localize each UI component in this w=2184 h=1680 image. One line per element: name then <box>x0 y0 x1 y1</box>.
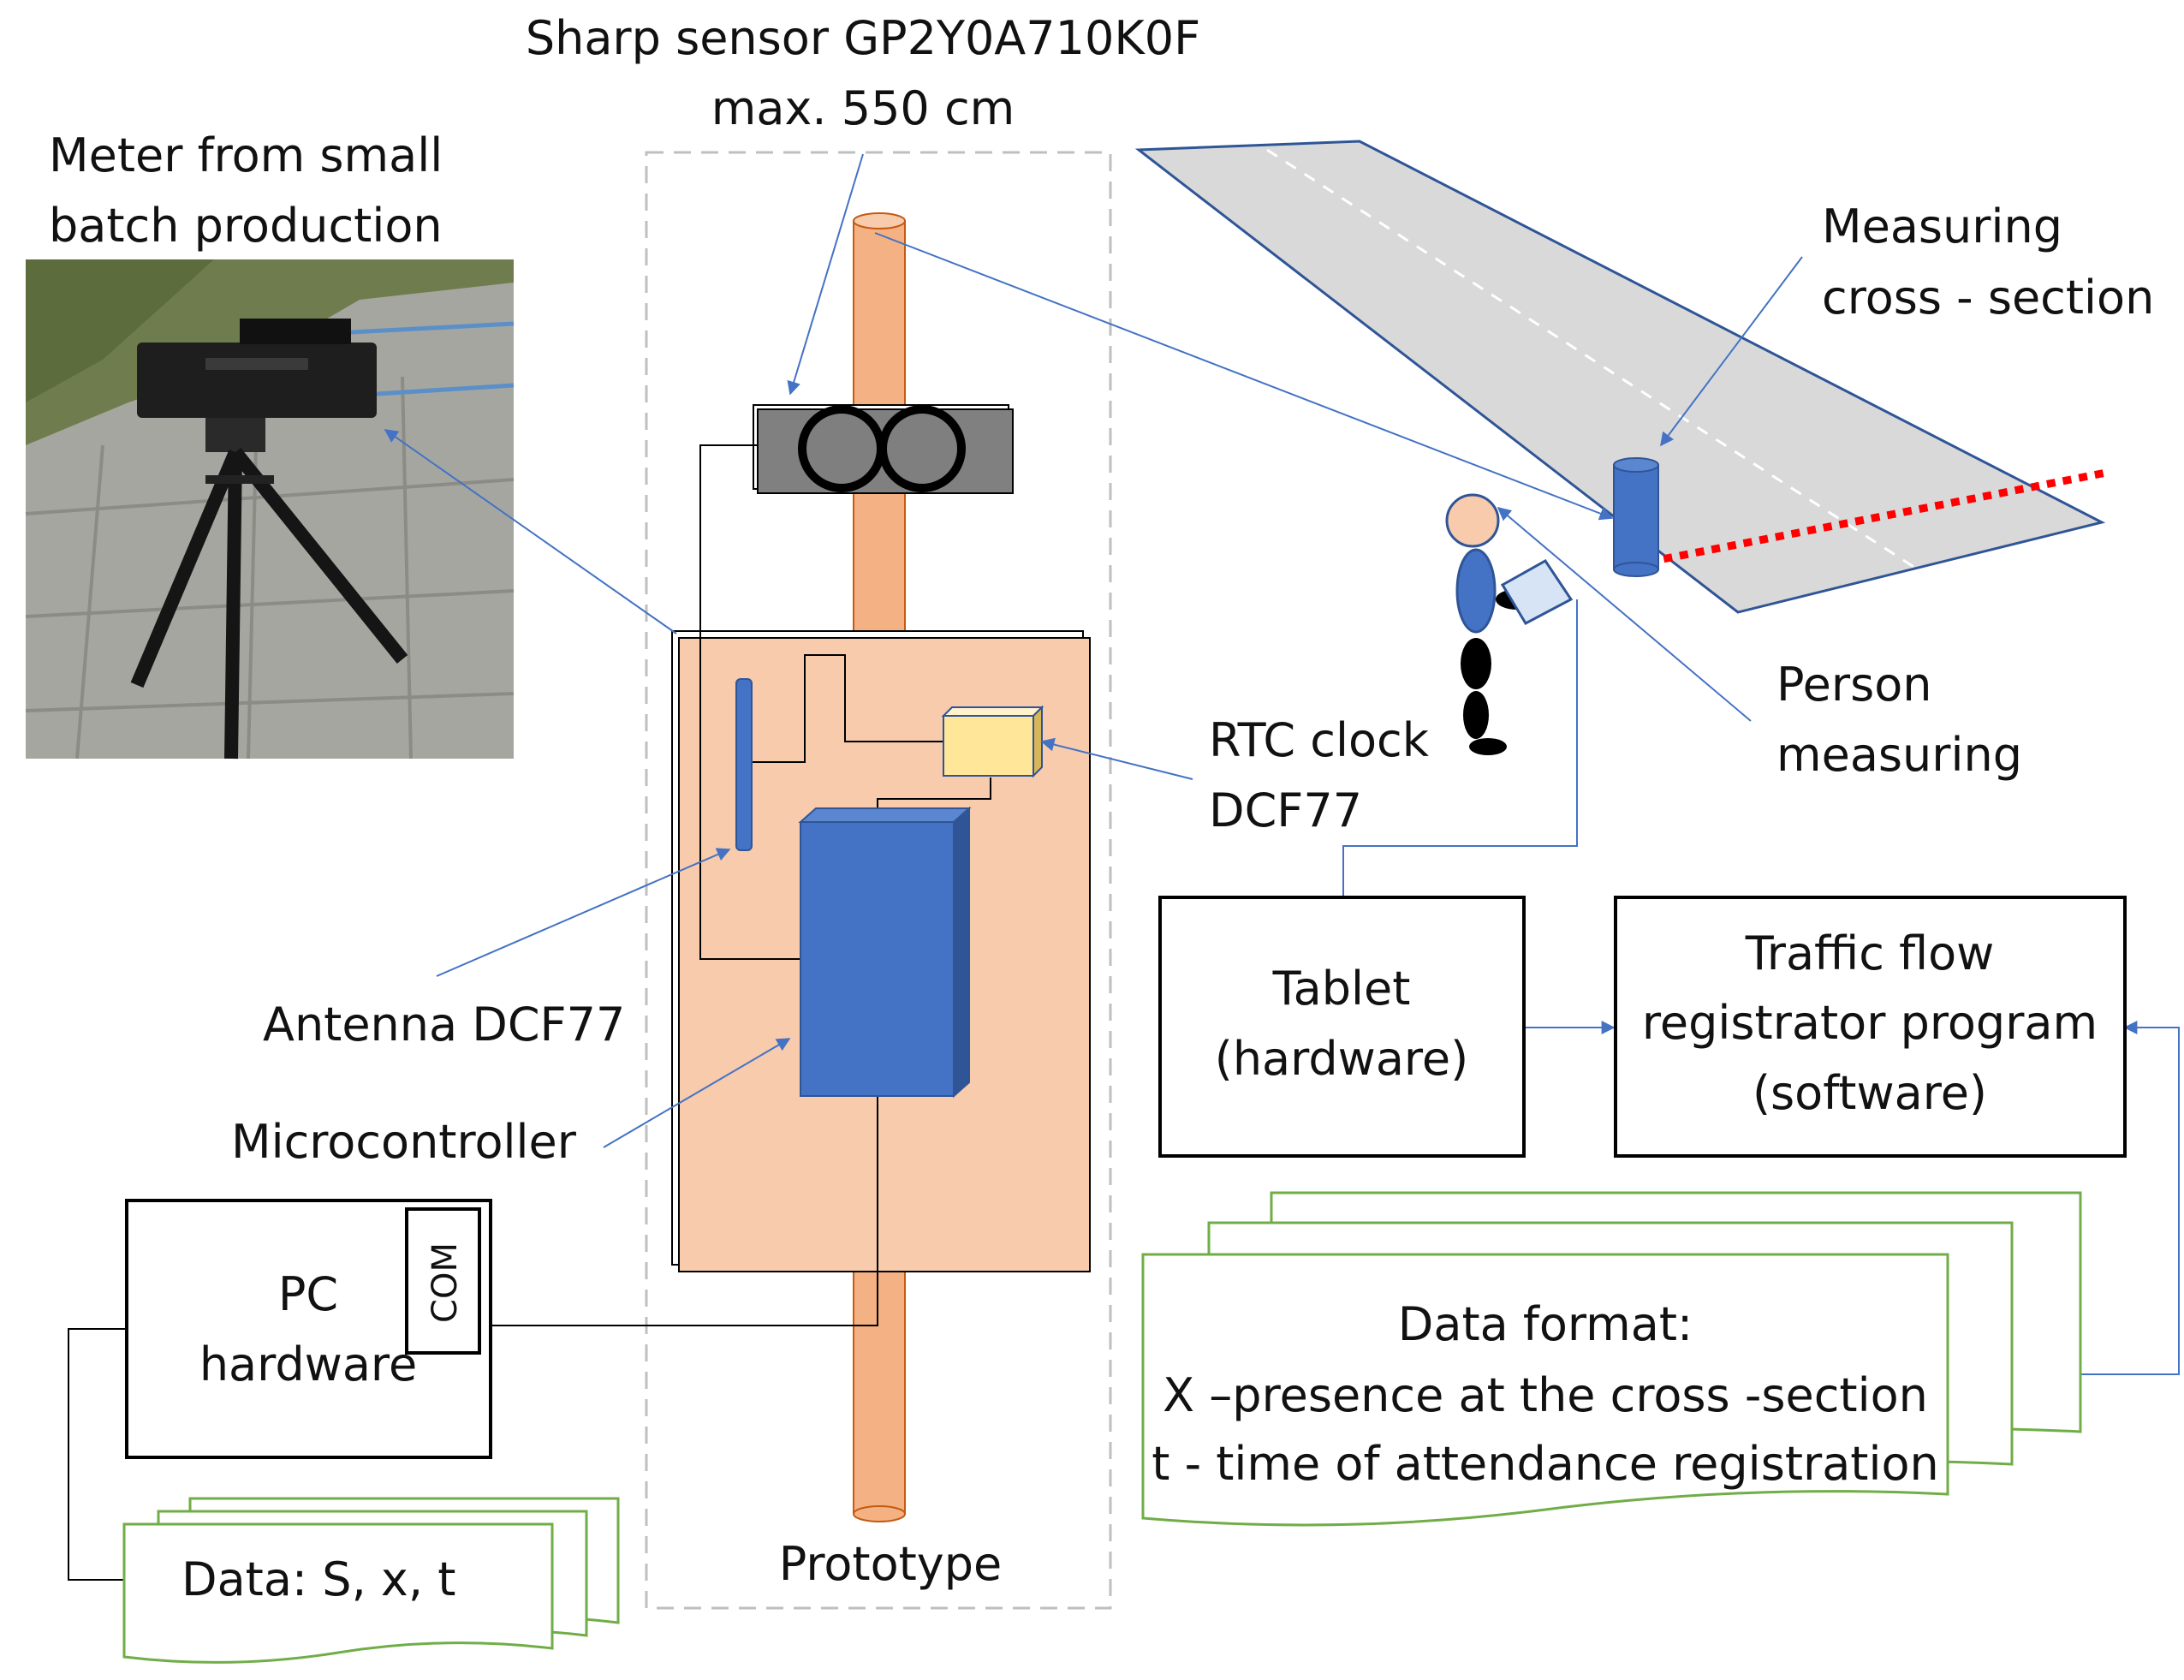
data-small-label: Data: S, x, t <box>182 1552 455 1606</box>
meter-photo-arrow <box>384 429 677 634</box>
tablet-box <box>1158 896 1526 1158</box>
person-label-line2: measuring <box>1776 728 2022 782</box>
microcontroller-label: Microcontroller <box>231 1115 577 1169</box>
format-label-line3: t - time of attendance registration <box>1152 1437 1938 1491</box>
tablet-label-line2: (hardware) <box>1215 1032 1468 1086</box>
rtc-label-arrow <box>1040 737 1193 780</box>
pc-label-line1: PC <box>278 1267 338 1321</box>
software-label-line3: (software) <box>1753 1066 1987 1120</box>
com-port-box <box>405 1207 481 1355</box>
sensor-range-label: max. 550 cm <box>711 81 1015 135</box>
data-document-stack <box>122 1497 620 1664</box>
sensor-beam-line <box>874 232 1614 521</box>
software-label-line1: Traffic flow <box>1745 926 1995 980</box>
antenna-label-arrow <box>436 848 731 977</box>
sensor-label: Sharp sensor GP2Y0A710K0F <box>526 11 1200 65</box>
pc-to-data-line <box>68 1328 127 1581</box>
prototype-boundary <box>645 151 1112 1610</box>
format-to-software-arrow <box>2080 1021 2180 1375</box>
format-label-line1: Data format: <box>1398 1297 1693 1351</box>
pc-label-line2: hardware <box>199 1337 417 1391</box>
antenna-label: Antenna DCF77 <box>263 998 625 1051</box>
microcontroller-icon <box>798 806 972 1099</box>
tablet-link-line <box>1342 599 1578 897</box>
cross-section-arrow <box>1660 256 1803 447</box>
microcontroller-label-arrow <box>603 1038 791 1148</box>
data-format-document-stack <box>1141 1191 2082 1527</box>
person-label-arrow <box>1497 506 1752 722</box>
com-label: COM <box>425 1242 465 1323</box>
rtc-clock-icon <box>941 705 1044 778</box>
person-label-line1: Person <box>1776 658 1931 712</box>
meter-label-line2: batch production <box>49 199 443 253</box>
sensor-label-arrow <box>787 153 864 396</box>
software-box <box>1614 896 2127 1158</box>
prototype-label: Prototype <box>779 1537 1003 1591</box>
rtc-label-line1: RTC clock <box>1209 713 1430 767</box>
antenna-icon <box>735 678 753 851</box>
tablet-label-line1: Tablet <box>1272 962 1411 1016</box>
tripod-meter-photo <box>25 259 515 760</box>
measuring-label-line1: Measuring <box>1822 200 2062 253</box>
person-with-tablet-icon <box>1445 493 1574 755</box>
format-label-line2: X –presence at the cross -section <box>1163 1368 1928 1422</box>
measuring-label-line2: cross - section <box>1822 271 2154 325</box>
meter-label-line1: Meter from small <box>49 128 443 182</box>
rtc-label-line2: DCF77 <box>1209 783 1362 837</box>
software-label-line2: registrator program <box>1642 996 2098 1050</box>
sharp-sensor-icon <box>753 404 1014 494</box>
road-segment-icon <box>1134 140 2107 614</box>
